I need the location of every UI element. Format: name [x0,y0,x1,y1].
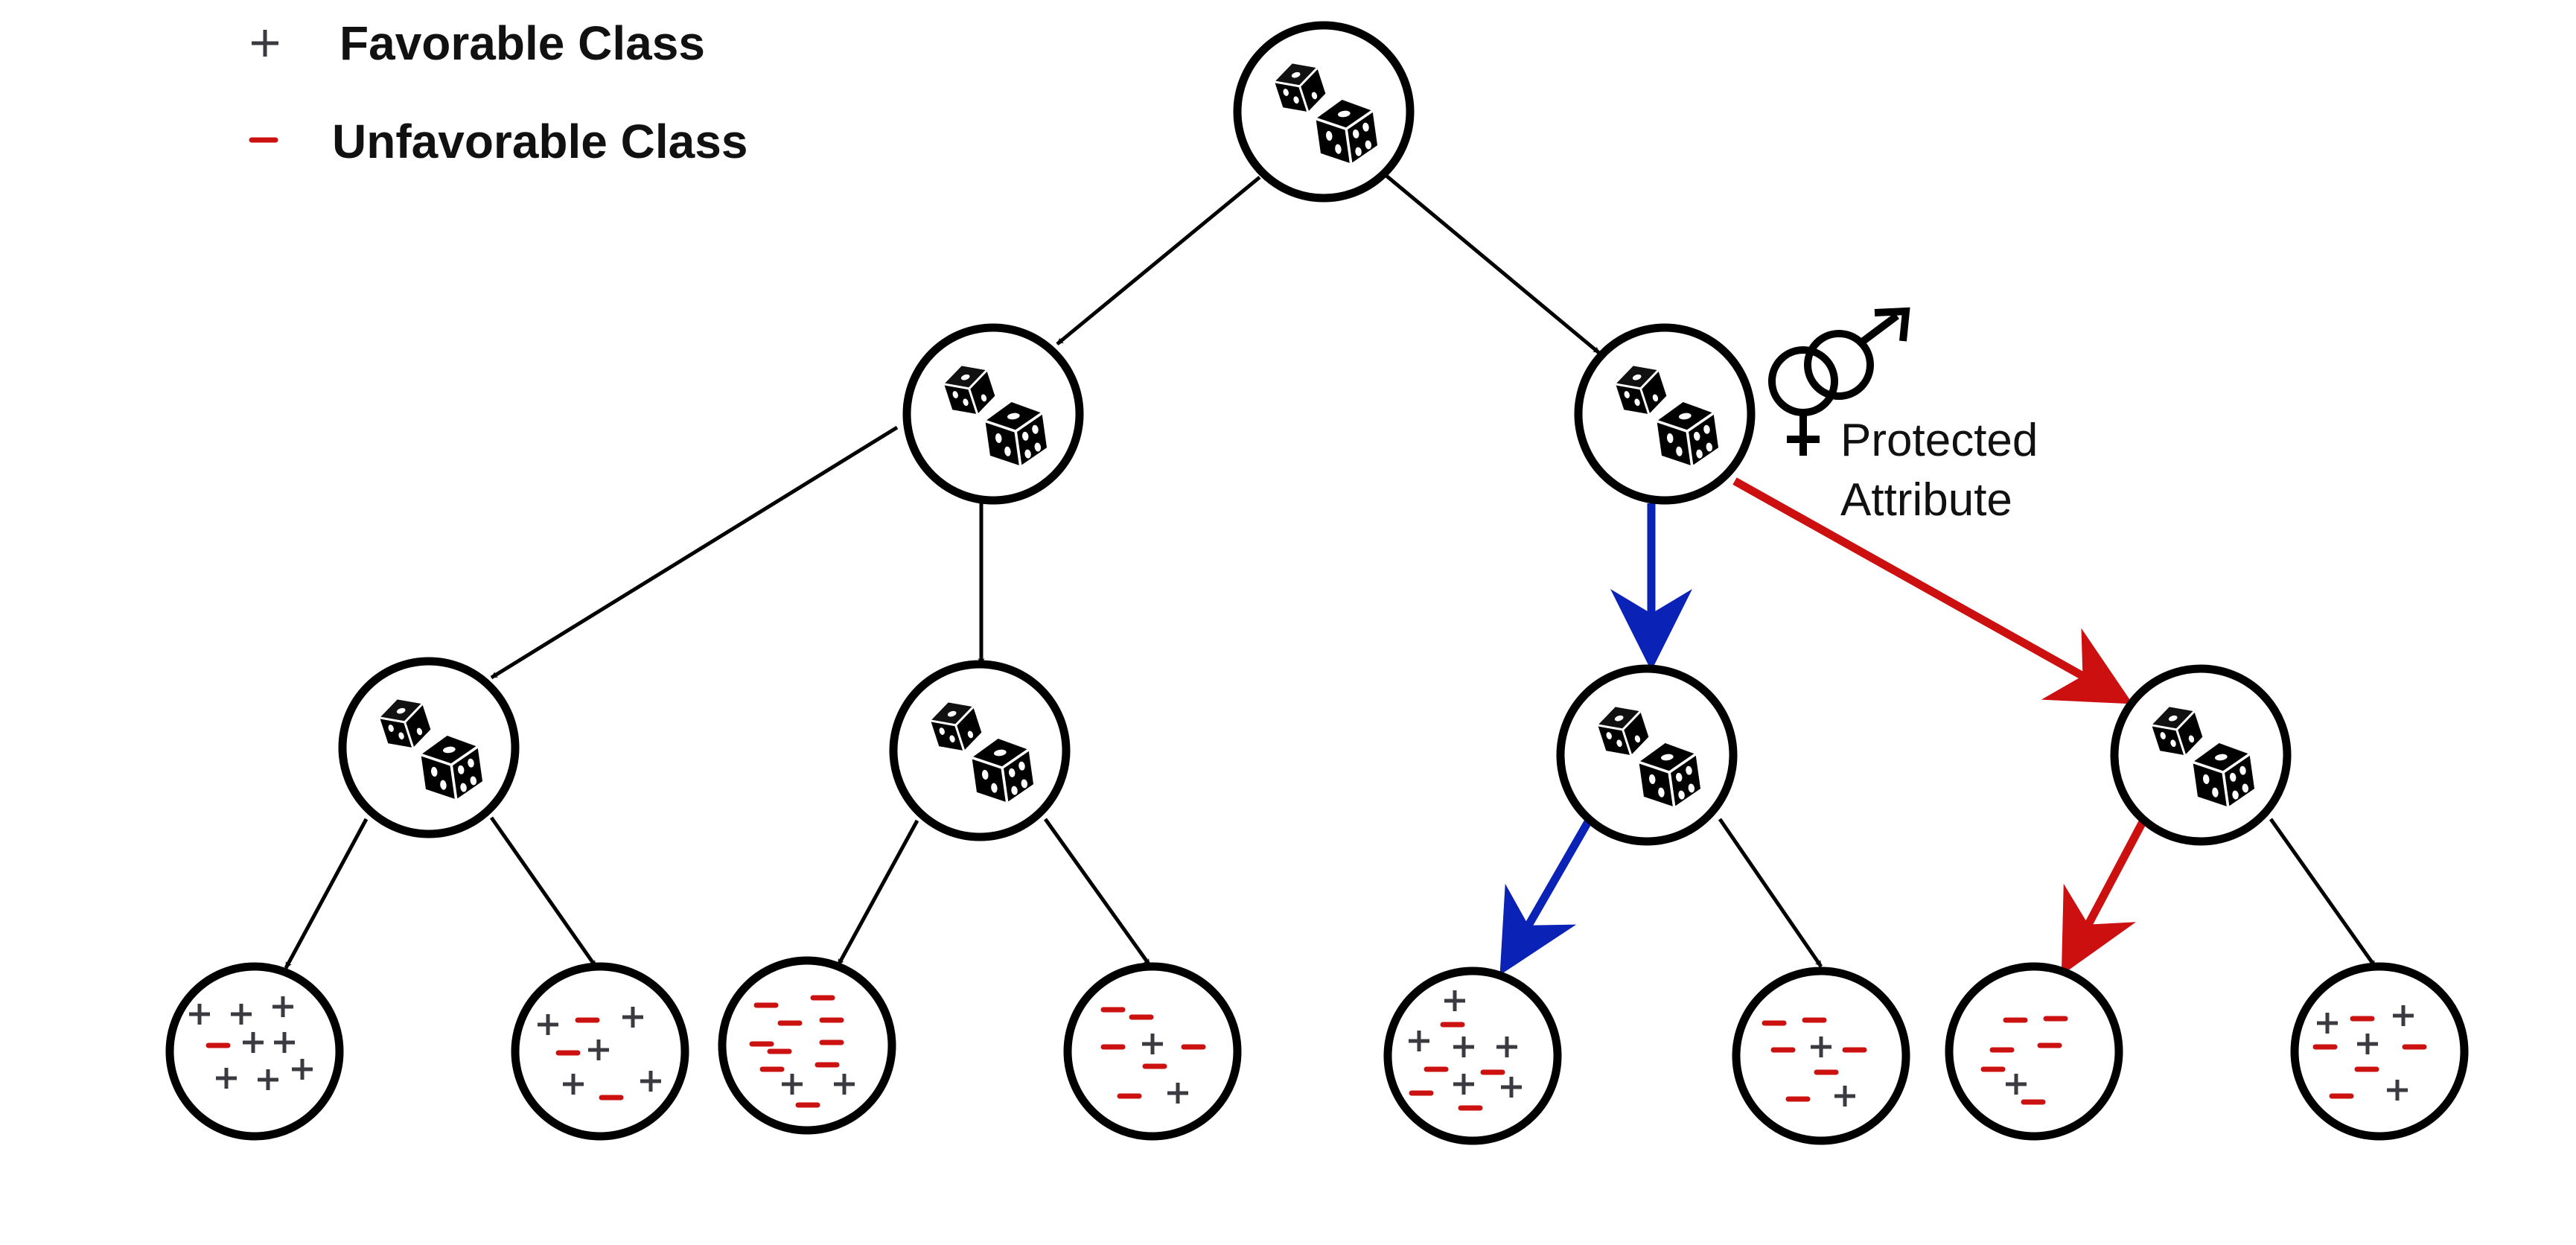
legend-favorable-label: Favorable Class [339,16,705,70]
leaf-node [2290,962,2469,1141]
edge-red-branch [1732,477,2133,704]
leaf-class-marks [749,995,855,1108]
edge-l2b-leaf4 [1043,818,1152,967]
leaf-class-marks [1762,1017,1867,1107]
leaf-node [1732,967,1910,1145]
favorable-mark [782,1074,803,1095]
edge-red-leaf7 [2061,817,2148,975]
leaf-node [165,962,344,1141]
leaf-node [511,962,689,1141]
favorable-mark [189,1004,210,1025]
favorable-mark [216,1068,237,1089]
gender-symbol-icon [1768,307,1910,456]
favorable-mark [292,1059,313,1080]
protected-attribute-line1: Protected [1840,415,2038,466]
node-level2-b [889,660,1071,841]
favorable-mark [1409,1031,1429,1051]
favorable-mark [563,1074,584,1095]
leaf-node [1383,967,1562,1145]
edge-l2a-leaf2 [489,816,598,968]
node-level2-a [338,657,520,838]
favorable-mark [272,996,293,1017]
favorable-mark [2393,1005,2414,1026]
favorable-mark [622,1007,643,1028]
favorable-mark [1142,1034,1163,1054]
favorable-mark [1501,1077,1522,1098]
leaf-node [718,956,896,1135]
favorable-mark [258,1069,278,1090]
leaf-node [1945,962,2123,1141]
favorable-mark [640,1071,661,1092]
favorable-mark [1811,1037,1831,1057]
edge-l2c-leaf6 [1718,818,1823,968]
leaf-class-marks [1409,990,1522,1111]
favorable-mark [1453,1037,1474,1057]
favorable-mark [1453,1074,1474,1095]
legend: Favorable Class Unfavorable Class [249,16,747,168]
edge-l2d-leaf8 [2269,818,2377,968]
tree-leaves [165,956,2469,1145]
favorable-mark [2357,1034,2378,1054]
favorable-mark [1834,1086,1855,1107]
plus-icon [252,30,278,57]
protected-attribute-label: Protected Attribute [1840,415,2038,526]
leaf-class-marks [538,1007,661,1101]
edge-root-left [1056,176,1261,346]
leaf-class-marks [1100,1007,1206,1104]
edge-l2a-leaf1 [284,818,369,969]
leaf-class-marks [1980,1016,2068,1105]
favorable-mark [2317,1013,2338,1034]
edge-root-right [1385,174,1601,354]
tree-edges [284,174,2377,975]
leaf-node [1063,962,1242,1141]
edge-l1a-l2a [490,425,899,680]
node-level1-right [1574,323,1756,505]
favorable-mark [2006,1074,2027,1095]
favorable-mark [1167,1083,1188,1104]
node-level2-d [2110,664,2292,846]
legend-unfavorable-label: Unfavorable Class [332,115,747,168]
root-node [1233,21,1415,203]
protected-attribute-line2: Attribute [1840,474,2012,526]
favorable-mark [538,1014,558,1035]
favorable-mark [1496,1037,1517,1057]
favorable-mark [1444,990,1465,1011]
favorable-mark [588,1039,609,1060]
favorable-mark [2387,1080,2408,1101]
favorable-mark [274,1032,295,1053]
tree-nodes [338,21,2292,846]
leaf-class-marks [2312,1005,2427,1101]
favorable-mark [834,1074,855,1095]
edge-blue-leaf5 [1499,818,1593,975]
node-level1-left [902,323,1084,505]
edge-l2b-leaf3 [836,819,919,967]
leaf-class-marks [189,996,313,1090]
favorable-mark [231,1004,252,1025]
node-level2-c [1556,664,1738,846]
favorable-mark [243,1032,264,1053]
